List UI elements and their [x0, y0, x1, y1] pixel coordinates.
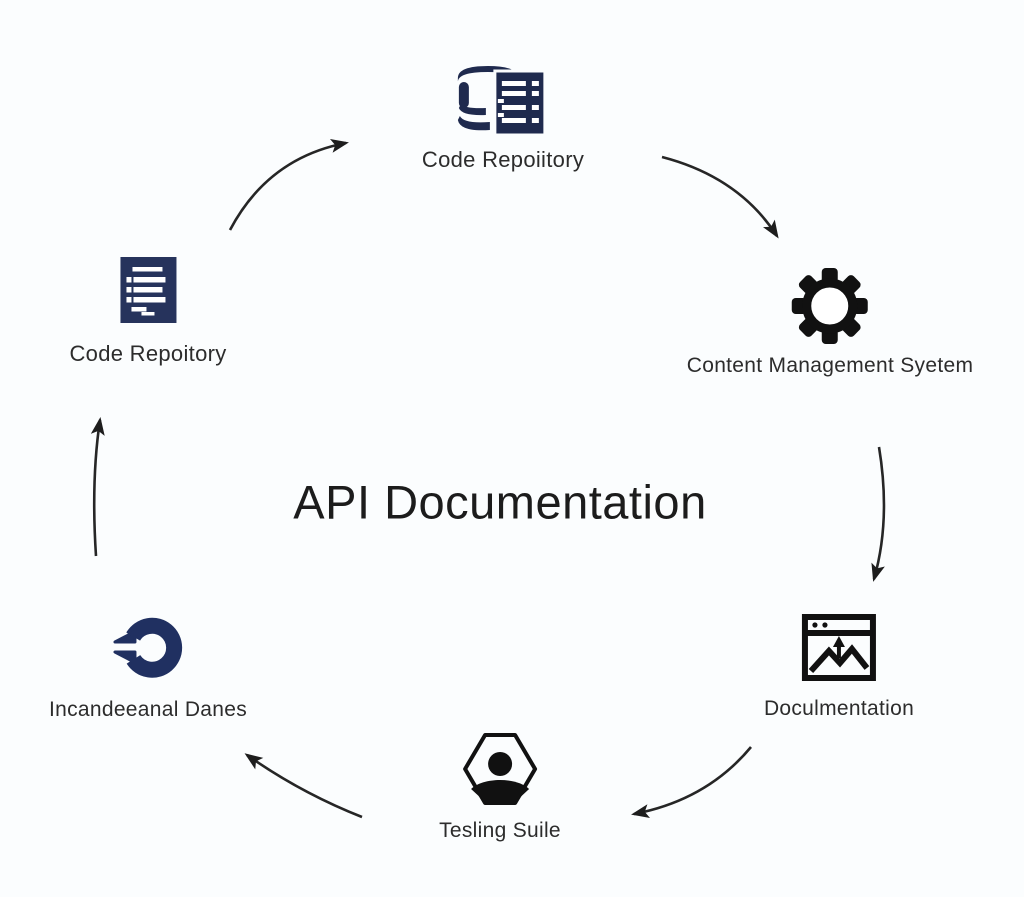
node-label: Code Repoitory	[69, 341, 227, 366]
hexagon-user-icon	[457, 728, 543, 810]
node-code-repository-top: Code Repoiitory	[422, 58, 584, 173]
node-incandeeanal-danes: Incandeeanal Danes	[49, 608, 247, 722]
browser-image-icon	[798, 606, 880, 688]
donut-chart-icon	[108, 608, 188, 686]
diagram-title: API Documentation	[293, 475, 707, 529]
document-list-icon	[119, 256, 177, 326]
node-label: Code Repoiitory	[421, 147, 585, 172]
node-documentation: Doculmentation	[764, 606, 914, 721]
arrow-top-to-right	[661, 155, 779, 239]
node-testing-suite: Tesling Suile	[439, 728, 561, 843]
database-document-icon	[452, 58, 554, 140]
node-content-management-system: Content Management Syetem	[687, 265, 974, 378]
arrow-bottomleft-to-topleft	[90, 417, 105, 557]
node-label: Incandeeanal Danes	[48, 698, 248, 721]
node-code-repository-left: Code Repoitory	[69, 256, 226, 367]
node-label: Content Management Syetem	[686, 354, 974, 377]
arrow-bottom-to-bottomleft	[244, 753, 363, 819]
arrow-topleft-to-top	[228, 138, 349, 231]
arrow-right-to-bottomright	[871, 446, 886, 582]
arrow-bottomright-to-bottom	[631, 746, 752, 819]
node-label: Tesling Suile	[439, 819, 561, 842]
gear-icon	[789, 265, 871, 347]
node-label: Doculmentation	[763, 697, 915, 720]
